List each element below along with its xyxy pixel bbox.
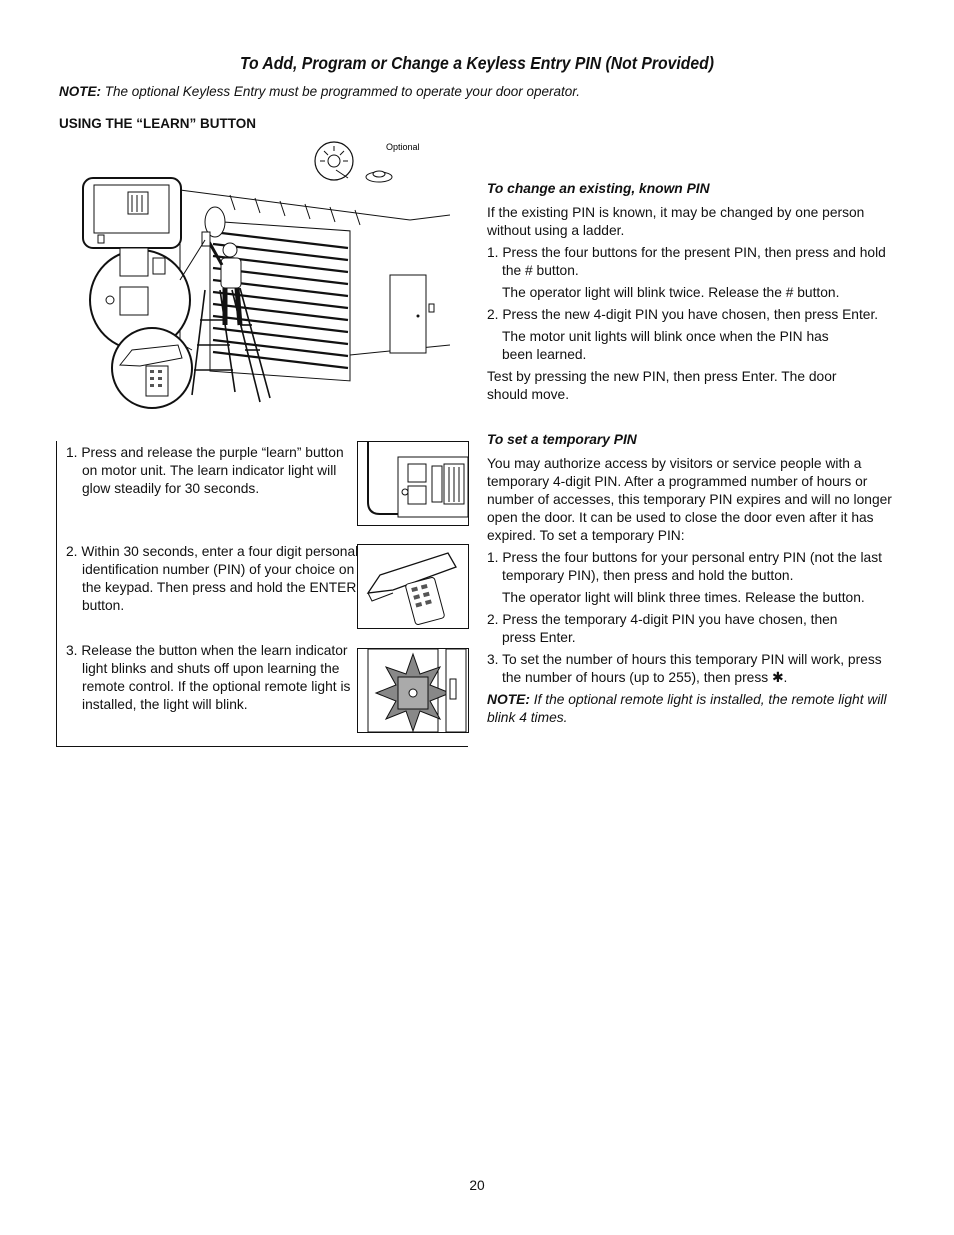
temp-pin-step-2: 2. Press the temporary 4-digit PIN you h… <box>487 612 838 645</box>
page-title: To Add, Program or Change a Keyless Entr… <box>239 53 715 73</box>
section-heading: USING THE “LEARN” BUTTON <box>59 116 257 131</box>
change-pin-step-2-sub: The motor unit lights will blink once wh… <box>502 329 829 362</box>
garage-illustration: Optional <box>82 141 450 409</box>
learn-step-1: 1. Press and release the purple “learn” … <box>66 445 344 496</box>
temp-pin-intro: You may authorize access by visitors or … <box>487 456 892 543</box>
change-pin-intro: If the existing PIN is known, it may be … <box>487 205 865 238</box>
note: NOTE: The optional Keyless Entry must be… <box>59 84 580 99</box>
change-pin-test: Test by pressing the new PIN, then press… <box>487 369 837 402</box>
note-text: The optional Keyless Entry must be progr… <box>101 84 580 99</box>
temp-pin-heading: To set a temporary PIN <box>487 432 637 447</box>
note-label: NOTE: <box>59 84 101 99</box>
learn-step-3: 3. Release the button when the learn ind… <box>66 643 351 712</box>
temp-pin-note-text: If the optional remote light is installe… <box>487 692 887 725</box>
temp-pin-section: To set a temporary PIN You may authorize… <box>487 431 902 727</box>
motor-unit-figure <box>357 441 469 526</box>
temp-pin-step-1-sub: The operator light will blink three time… <box>502 590 865 605</box>
keypad-figure <box>357 544 469 629</box>
temp-pin-step-1: 1. Press the four buttons for your perso… <box>487 550 882 583</box>
temp-pin-step-3: 3. To set the number of hours this tempo… <box>487 652 882 685</box>
change-pin-heading: To change an existing, known PIN <box>487 181 710 196</box>
change-pin-step-1: 1. Press the four buttons for the presen… <box>487 245 886 278</box>
optional-label: Optional <box>386 142 420 152</box>
learn-steps-box: 1. Press and release the purple “learn” … <box>56 441 469 747</box>
learn-light-figure <box>357 648 469 733</box>
learn-step-2: 2. Within 30 seconds, enter a four digit… <box>66 544 359 613</box>
side-door <box>389 274 427 354</box>
change-pin-step-1-sub: The operator light will blink twice. Rel… <box>502 285 840 300</box>
man-figure <box>206 239 243 326</box>
temp-pin-note: NOTE: If the optional remote light is in… <box>487 691 902 727</box>
wall-console-icon <box>201 231 211 247</box>
change-pin-step-2: 2. Press the new 4-digit PIN you have ch… <box>487 307 879 322</box>
page-number: 20 <box>469 1178 485 1193</box>
temp-pin-note-label: NOTE: <box>487 692 530 707</box>
change-pin-section: To change an existing, known PIN If the … <box>487 180 902 404</box>
wall-keypad-icon <box>428 303 435 313</box>
